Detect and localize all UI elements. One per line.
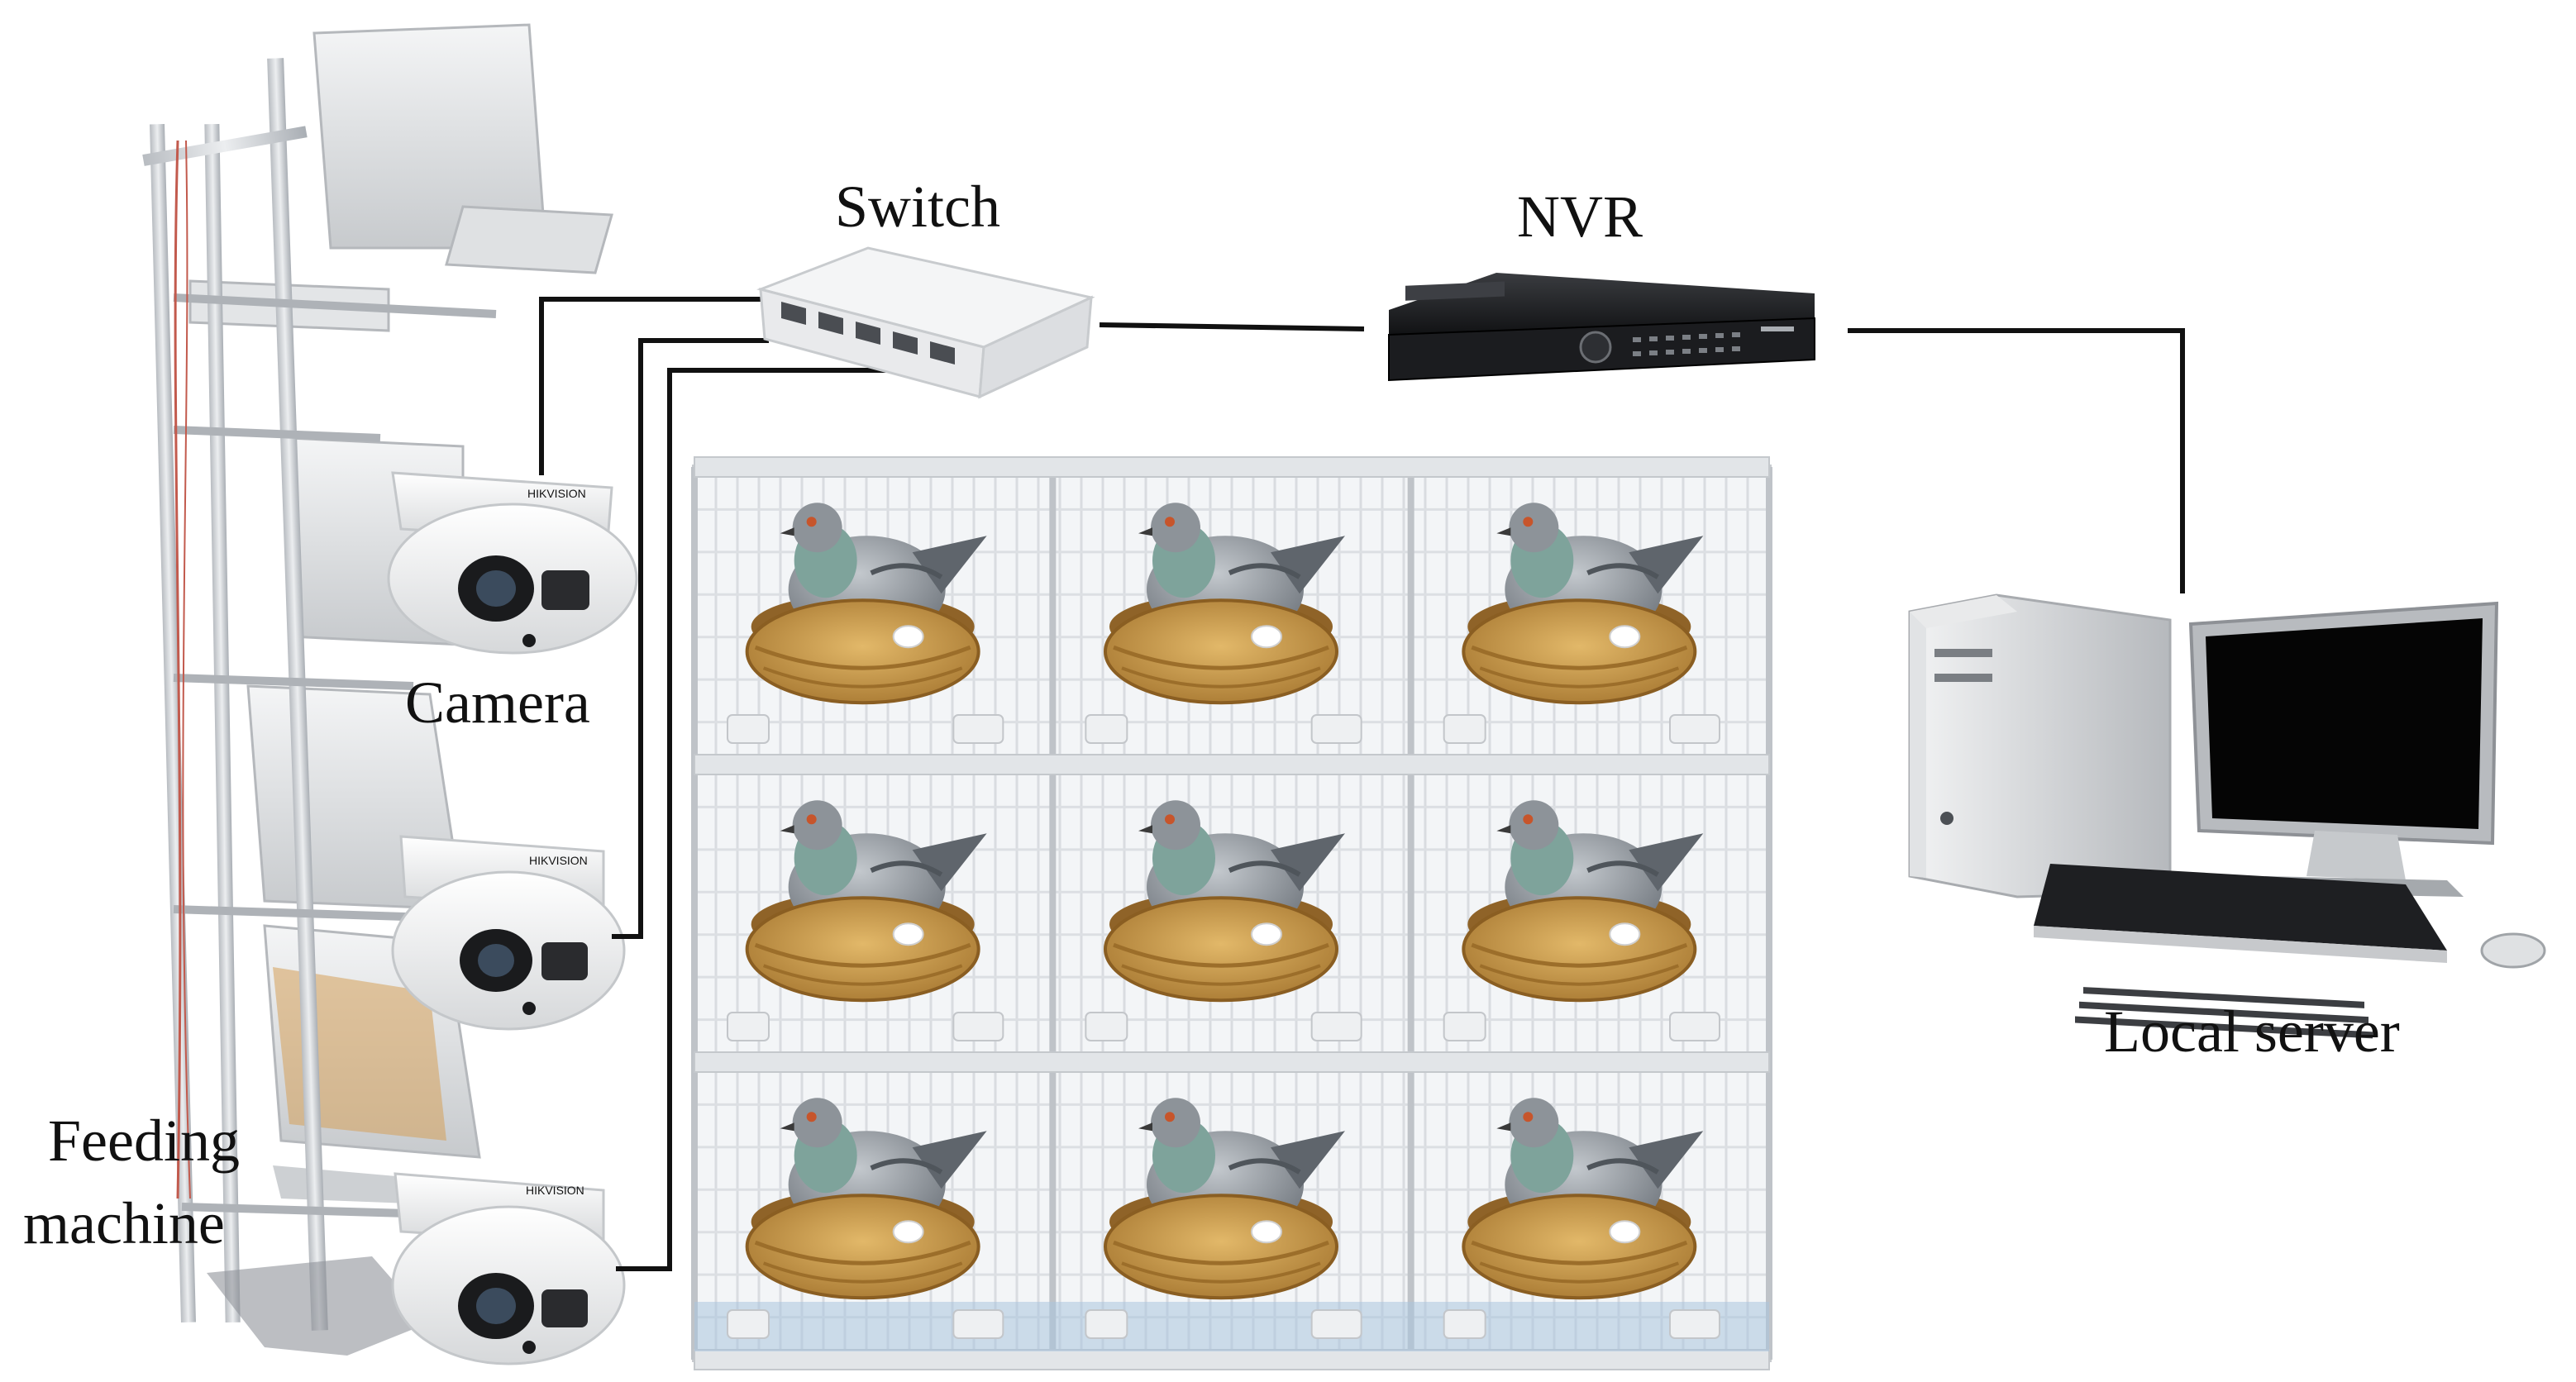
egg	[892, 1220, 924, 1244]
nest-weave	[762, 1261, 963, 1284]
feeder-cup	[727, 1309, 770, 1339]
nest	[1462, 896, 1697, 1003]
nest-weave	[1471, 942, 1688, 968]
cage-shelf	[694, 1051, 1770, 1073]
feeder-cup	[1443, 1012, 1486, 1041]
nest-weave	[1471, 1240, 1688, 1265]
camera-2: HIKVISION	[391, 835, 626, 1031]
nest-weave	[1479, 666, 1680, 689]
nest-weave	[762, 964, 963, 986]
feeder-cup	[727, 714, 770, 744]
cage-shelf	[694, 1349, 1770, 1370]
cage-cell	[727, 1098, 1004, 1339]
cage-cell	[1443, 1098, 1720, 1339]
wire-camera2-switch	[612, 338, 769, 939]
camera-3: HIKVISION	[391, 1172, 626, 1365]
feeder-cup	[952, 1309, 1004, 1339]
nest-weave	[754, 942, 971, 968]
nest-weave	[762, 666, 963, 689]
nest-weave	[1113, 1240, 1329, 1265]
nvr-device	[1388, 273, 1815, 382]
nest-weave	[1121, 1261, 1321, 1284]
switch-device	[756, 246, 1095, 399]
nest-weave	[1121, 964, 1321, 986]
wire-camera3-switch	[616, 368, 901, 1271]
svg-text:HIKVISION: HIKVISION	[526, 1184, 584, 1197]
feeder-cup	[1085, 1012, 1128, 1041]
nest	[745, 896, 980, 1003]
cage-floor	[694, 1302, 1769, 1351]
nest	[745, 598, 980, 705]
cage-cell	[1085, 503, 1362, 744]
nest	[745, 1194, 980, 1300]
nest-weave	[754, 645, 971, 670]
nest-weave	[1479, 964, 1680, 986]
egg	[1251, 1220, 1282, 1244]
nest	[1462, 1194, 1697, 1300]
label-local-server: Local server	[2104, 998, 2400, 1065]
nest-weave	[1113, 942, 1329, 968]
nest	[1104, 1194, 1338, 1300]
cage-shelf	[694, 754, 1770, 775]
pigeon-cage	[691, 456, 1772, 1370]
egg	[1609, 1220, 1641, 1244]
feeder-cup	[1310, 714, 1362, 744]
feeder-cup	[1669, 1012, 1720, 1041]
egg	[1609, 922, 1641, 946]
cage-shelf	[694, 456, 1770, 478]
wiring	[539, 297, 2185, 1271]
nest-weave	[754, 1240, 971, 1265]
feeder-cup	[1085, 714, 1128, 744]
feeder-cup	[1310, 1012, 1362, 1041]
label-nvr: NVR	[1517, 183, 1643, 250]
cage-cell	[1443, 800, 1720, 1041]
nest	[1104, 896, 1338, 1003]
svg-text:HIKVISION: HIKVISION	[529, 854, 588, 867]
feeder-cup	[1669, 1309, 1720, 1339]
local-server-device	[1908, 593, 2546, 1039]
egg	[892, 922, 924, 946]
label-feeding-machine-line1: Feeding	[48, 1108, 240, 1174]
nest	[1104, 598, 1338, 705]
cage-cell	[727, 800, 1004, 1041]
feeder-cup	[952, 714, 1004, 744]
egg	[892, 625, 924, 649]
cage-cell	[1085, 800, 1362, 1041]
label-switch: Switch	[835, 174, 1001, 240]
wire-switch-nvr	[1099, 322, 1365, 331]
cage-cell	[727, 503, 1004, 744]
egg	[1609, 625, 1641, 649]
wire-camera1-switch	[539, 297, 761, 475]
egg	[1251, 922, 1282, 946]
nest	[1462, 598, 1697, 705]
wire-nvr-server	[1848, 328, 2185, 593]
svg-text:HIKVISION: HIKVISION	[527, 487, 586, 500]
nest-weave	[1121, 666, 1321, 689]
feeder-cup	[1669, 714, 1720, 744]
label-feeding-machine-line2: machine	[23, 1190, 225, 1256]
cage-cell	[1085, 1098, 1362, 1339]
feeder-cup	[952, 1012, 1004, 1041]
feeder-cup	[1443, 714, 1486, 744]
feeder-cup	[1310, 1309, 1362, 1339]
feeder-cup	[1085, 1309, 1128, 1339]
camera-1: HIKVISION	[387, 471, 638, 655]
nest-weave	[1471, 645, 1688, 670]
feeder-cup	[727, 1012, 770, 1041]
feeding-machine	[142, 23, 613, 1356]
egg	[1251, 625, 1282, 649]
label-camera: Camera	[405, 670, 590, 736]
cage-cell	[1443, 503, 1720, 744]
nest-weave	[1113, 645, 1329, 670]
feeder-cup	[1443, 1309, 1486, 1339]
nest-weave	[1479, 1261, 1680, 1284]
